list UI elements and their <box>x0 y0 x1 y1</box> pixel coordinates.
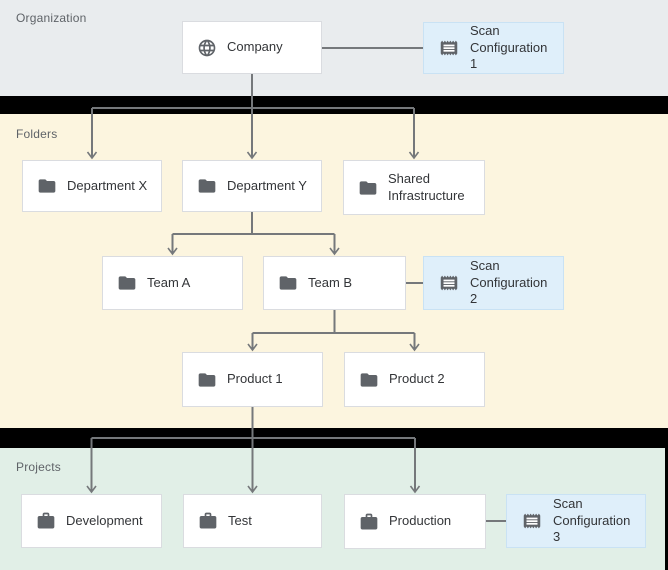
node-label: Scan Configuration 2 <box>470 257 548 307</box>
folder-icon <box>37 176 57 196</box>
node-label: Scan Configuration 1 <box>470 22 548 72</box>
projects-label: Projects <box>16 460 61 474</box>
briefcase-icon <box>359 512 379 532</box>
node-product-1: Product 1 <box>182 352 323 407</box>
scan-config-icon <box>438 37 460 59</box>
node-label: Department Y <box>227 177 307 193</box>
node-team-a: Team A <box>102 256 243 310</box>
node-label: Department X <box>67 177 148 193</box>
node-label: Development <box>66 512 143 528</box>
briefcase-icon <box>198 511 218 531</box>
node-company: Company <box>182 21 322 74</box>
separator-band-2 <box>0 428 668 448</box>
node-scan-configuration-2: Scan Configuration 2 <box>423 256 564 310</box>
node-production: Production <box>344 494 486 549</box>
node-team-b: Team B <box>263 256 406 310</box>
node-shared-infrastructure: Shared Infrastructure <box>343 160 485 215</box>
folder-icon <box>358 178 378 198</box>
node-label: Shared Infrastructure <box>388 170 465 203</box>
right-edge-strip <box>665 428 668 570</box>
node-department-y: Department Y <box>182 160 322 212</box>
globe-icon <box>197 38 217 58</box>
node-label: Company <box>227 39 283 55</box>
folders-label: Folders <box>16 127 58 141</box>
node-label: Product 1 <box>227 371 283 387</box>
separator-band-1 <box>0 96 668 114</box>
node-label: Test <box>228 512 252 528</box>
node-test: Test <box>183 494 322 548</box>
folder-icon <box>359 370 379 390</box>
scan-config-icon <box>521 510 543 532</box>
node-label: Team A <box>147 274 191 290</box>
node-label: Scan Configuration 3 <box>553 495 631 545</box>
folder-icon <box>278 273 298 293</box>
node-label: Team B <box>308 274 353 290</box>
node-department-x: Department X <box>22 160 162 212</box>
folder-icon <box>197 370 217 390</box>
organization-section <box>0 0 668 96</box>
node-scan-configuration-3: Scan Configuration 3 <box>506 494 646 548</box>
node-scan-configuration-1: Scan Configuration 1 <box>423 22 564 74</box>
node-development: Development <box>21 494 162 548</box>
folder-icon <box>197 176 217 196</box>
node-product-2: Product 2 <box>344 352 485 407</box>
node-label: Product 2 <box>389 371 445 387</box>
folder-icon <box>117 273 137 293</box>
scan-config-icon <box>438 272 460 294</box>
organization-label: Organization <box>16 11 87 25</box>
briefcase-icon <box>36 511 56 531</box>
node-label: Production <box>389 513 452 529</box>
